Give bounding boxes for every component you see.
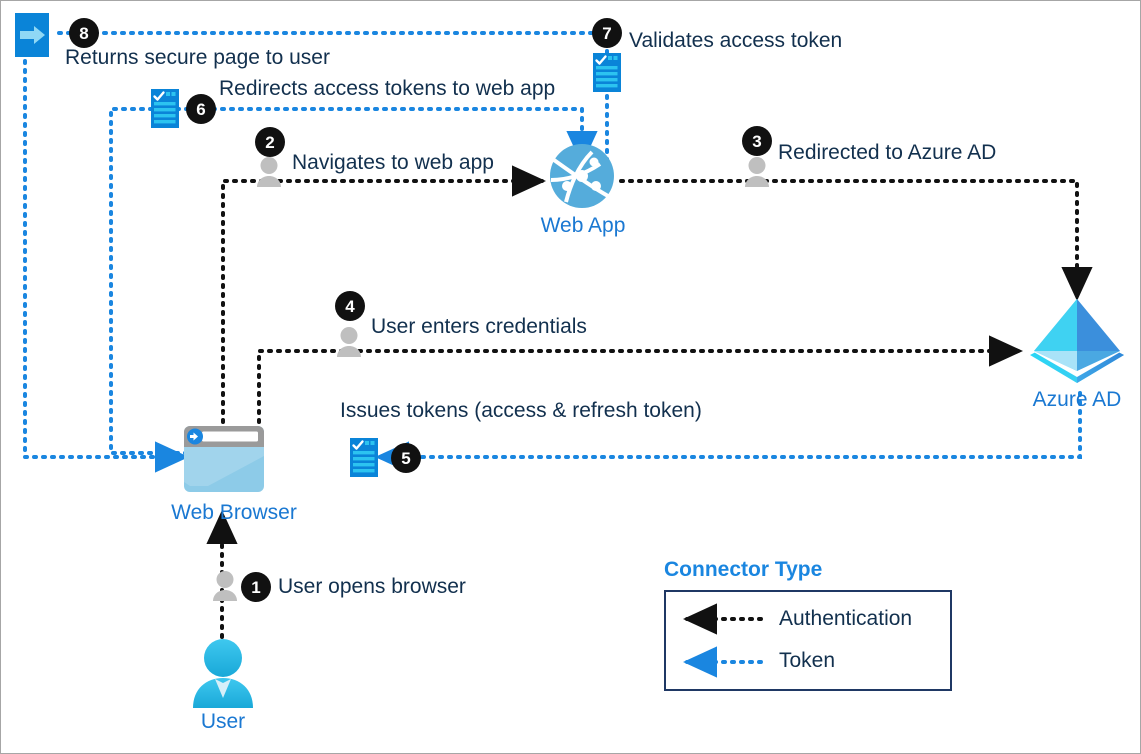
- connector-step-4: [257, 335, 1023, 433]
- step-badge-4: 4: [335, 291, 365, 321]
- legend-label-authentication: Authentication: [779, 607, 913, 630]
- checklist-token-icon-6: [151, 89, 179, 128]
- person-marker-icon-3: [743, 157, 771, 187]
- step-label-6: Redirects access tokens to web app: [219, 77, 556, 100]
- connector-step-8: [23, 31, 603, 473]
- step-label-2: Navigates to web app: [292, 151, 494, 174]
- legend-label-token: Token: [779, 649, 836, 672]
- connector-step-2: [221, 165, 546, 433]
- user-avatar-icon: [188, 638, 258, 710]
- step-badge-1: 1: [241, 572, 271, 602]
- connector-step-5: [375, 391, 1082, 473]
- globe-web-app-icon: [548, 142, 616, 210]
- person-marker-icon-4: [335, 327, 363, 357]
- connector-step-6: [109, 107, 598, 455]
- step-badge-8: 8: [69, 18, 99, 48]
- step-badge-6: 6: [186, 94, 216, 124]
- secure-page-arrow-icon: [15, 13, 49, 57]
- person-marker-icon-1: [211, 571, 239, 601]
- step-label-1: User opens browser: [278, 575, 466, 598]
- step-label-4: User enters credentials: [371, 315, 587, 338]
- step-badge-3: 3: [742, 126, 772, 156]
- step-badge-7: 7: [592, 18, 622, 48]
- legend-title: Connector Type: [664, 558, 823, 581]
- node-label-azure-ad: Azure AD: [1032, 388, 1122, 411]
- step-label-8: Returns secure page to user: [65, 46, 330, 69]
- checklist-token-icon-5: [350, 438, 378, 477]
- connector-step-3: [619, 179, 1093, 301]
- step-badge-2: 2: [255, 127, 285, 157]
- browser-window-icon: [184, 426, 264, 492]
- node-label-web-app: Web App: [540, 214, 626, 237]
- step-label-3: Redirected to Azure AD: [778, 141, 997, 164]
- node-label-web-browser: Web Browser: [171, 501, 297, 524]
- node-label-user: User: [200, 710, 246, 733]
- step-badge-5: 5: [391, 443, 421, 473]
- azure-ad-pyramid-icon: [1028, 297, 1126, 387]
- person-marker-icon-2: [255, 157, 283, 187]
- legend-connector-samples: [683, 603, 763, 678]
- step-label-5: Issues tokens (access & refresh token): [340, 399, 702, 422]
- checklist-token-icon-7: [593, 53, 621, 92]
- step-label-7: Validates access token: [629, 29, 843, 52]
